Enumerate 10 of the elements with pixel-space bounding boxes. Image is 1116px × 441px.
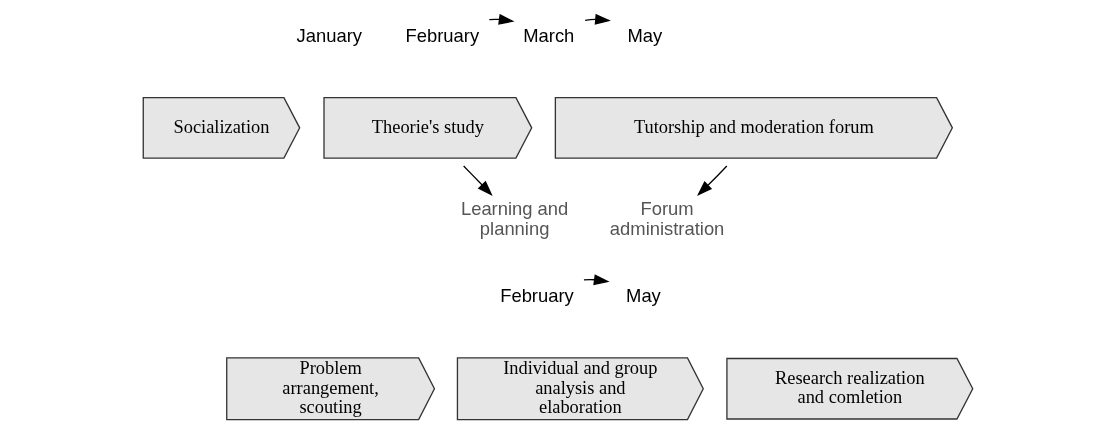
node-text: Forum administration — [609, 197, 725, 239]
node-text: May — [626, 285, 661, 307]
node-text: February — [405, 24, 480, 46]
arrow — [696, 165, 728, 196]
node-text: January — [296, 24, 362, 46]
arrow — [463, 165, 493, 196]
node-text: February — [500, 285, 574, 307]
node-text: May — [627, 24, 663, 46]
node-text: March — [523, 24, 575, 46]
node-text: Learning and planning — [460, 197, 569, 239]
